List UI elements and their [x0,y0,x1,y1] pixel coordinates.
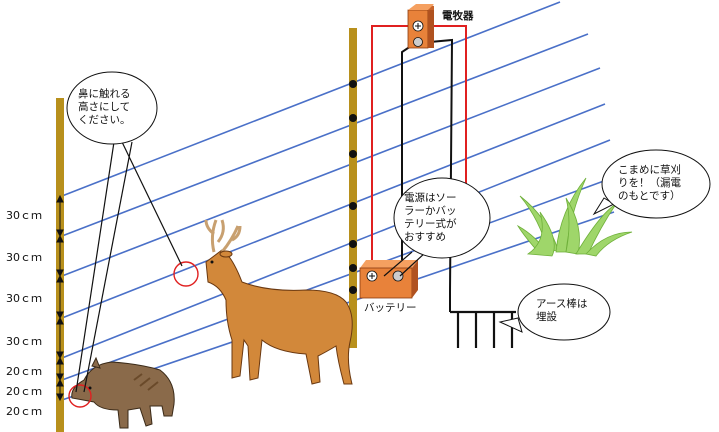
spacing-label: 30ｃｍ [6,335,42,348]
callout-ground-rod [498,283,611,341]
spacing-label: 30ｃｍ [6,209,42,222]
callout-nose-height-text: 鼻に触れる 高さにして ください。 [78,88,131,126]
callout-power-source [383,177,491,277]
callout-nose-height [66,71,183,393]
insulators [349,80,357,294]
deer-illustration [204,219,353,385]
ground-rods [450,310,516,348]
boar-illustration [71,356,175,429]
spacing-label: 30ｃｍ [6,251,42,264]
battery-label: バッテリー [364,302,417,314]
spacing-label: 20ｃｍ [6,365,42,378]
callout-weeding-text: こまめに草刈 りを！（漏電 のもとです） [618,164,681,202]
fence-wire [61,177,613,381]
spacing-label: 30ｃｍ [6,292,42,305]
spacing-label: 20ｃｍ [6,385,42,398]
fence-wire [61,1,561,197]
callout-ground-rod-text: アース棒は 埋設 [536,298,588,323]
fence-wire [61,139,611,359]
callout-weeding [592,149,711,219]
spacing-label: 20ｃｍ [6,405,42,418]
red-lead-wire [371,25,467,274]
grass-illustration [516,177,633,257]
fence-wire [61,103,606,319]
fence-post-right [349,28,357,348]
callout-power-source-text: 電源はソー ラーかバッ テリー式が おすすめ [404,192,457,243]
energizer-device [407,4,434,49]
deer-nose-highlight [173,261,199,287]
battery-device [359,260,418,299]
boar-nose-highlight [68,384,92,408]
fence-wire [61,33,589,237]
dimension-arrows [56,194,64,402]
fence-wire [61,67,601,277]
energizer-label: 電牧器 [442,10,474,22]
